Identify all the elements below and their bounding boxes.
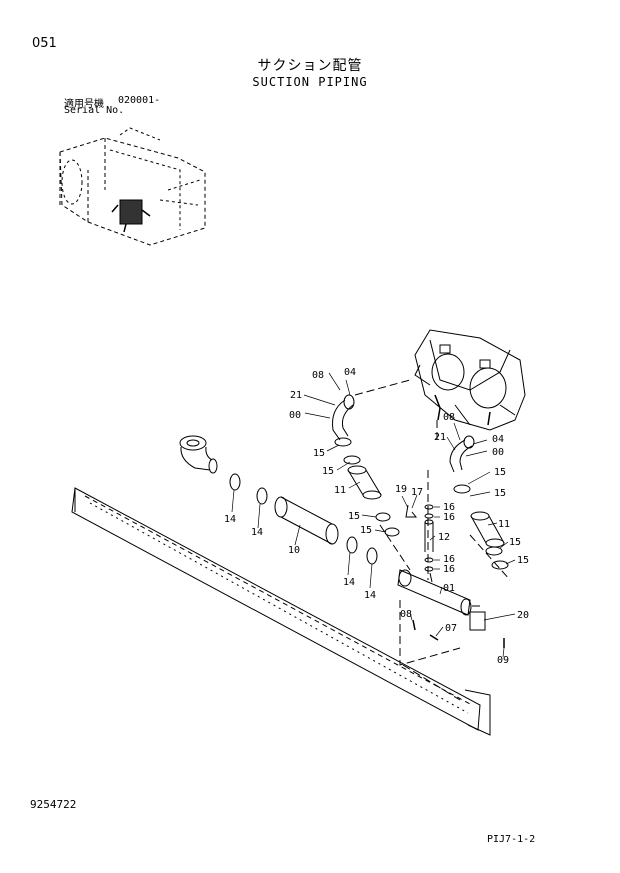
part-callout-14: 14 — [224, 514, 236, 525]
part-callout-08: 08 — [400, 609, 412, 620]
part-callout-16: 16 — [443, 554, 455, 565]
upper-left-hose — [347, 465, 382, 500]
part-callout-04: 04 — [492, 434, 504, 445]
upper-right-elbow — [449, 435, 475, 473]
hose-clamp — [256, 487, 268, 505]
part-callout-09: 09 — [497, 655, 509, 666]
part-callout-04: 04 — [344, 367, 356, 378]
part-callout-15: 15 — [348, 511, 360, 522]
part-callout-00: 00 — [289, 410, 301, 421]
part-callout-17: 17 — [411, 487, 423, 498]
document-number: 9254722 — [30, 798, 77, 811]
serial-label-japanese: 適用号機 — [64, 99, 104, 110]
hose-clamp — [343, 455, 361, 465]
part-callout-07: 07 — [445, 623, 457, 634]
hose-clamp — [384, 527, 400, 537]
part-callout-20: 20 — [517, 610, 529, 621]
part-callout-16: 16 — [443, 502, 455, 513]
part-callout-15: 15 — [494, 488, 506, 499]
suction-manifold-pipe — [397, 569, 472, 616]
hose-clamp — [453, 484, 471, 494]
page-number: 051 — [32, 36, 57, 51]
part-callout-14: 14 — [343, 577, 355, 588]
hose-clamp — [334, 437, 352, 447]
page-title-japanese: サクション配管 — [257, 58, 363, 74]
mounting-bracket — [469, 605, 486, 631]
vertical-tube — [424, 504, 434, 572]
part-callout-11: 11 — [498, 519, 510, 530]
part-callout-10: 10 — [288, 545, 300, 556]
part-callout-01: 01 — [443, 583, 455, 594]
part-callout-15: 15 — [509, 537, 521, 548]
serial-label-english: Serial No. — [64, 105, 125, 116]
bolt — [412, 619, 416, 631]
sheet-reference: PIJ7-1-2 — [487, 834, 536, 845]
part-callout-00: 00 — [492, 447, 504, 458]
hose-clamp — [346, 536, 358, 554]
hose-clamp — [485, 546, 503, 556]
part-callout-16: 16 — [443, 512, 455, 523]
part-callout-19: 19 — [395, 484, 407, 495]
machine-locator-thumbnail — [59, 127, 206, 246]
hose-clamp — [366, 547, 378, 565]
hydraulic-pump-assembly — [414, 329, 526, 431]
part-callout-08: 08 — [312, 370, 324, 381]
part-callout-08: 08 — [443, 412, 455, 423]
callout-leaders — [231, 372, 516, 658]
part-callout-21: 21 — [290, 390, 302, 401]
suction-hose — [274, 496, 339, 545]
part-callout-11: 11 — [334, 485, 346, 496]
part-callout-15: 15 — [360, 525, 372, 536]
hose-clamp — [375, 512, 391, 522]
part-callout-14: 14 — [251, 527, 263, 538]
part-callout-15: 15 — [313, 448, 325, 459]
frame-rail — [71, 487, 491, 736]
serial-value: 020001- — [118, 95, 161, 106]
hose-clamp — [491, 560, 509, 570]
part-callout-21: 21 — [434, 432, 446, 443]
part-callout-15: 15 — [322, 466, 334, 477]
hose-clamp — [229, 473, 241, 491]
part-callout-16: 16 — [443, 564, 455, 575]
part-callout-14: 14 — [364, 590, 376, 601]
bracket — [405, 504, 418, 518]
part-callout-15: 15 — [517, 555, 529, 566]
suction-strainer — [179, 435, 218, 474]
bolt — [429, 634, 439, 641]
upper-left-elbow — [332, 394, 355, 441]
part-callout-12: 12 — [438, 532, 450, 543]
part-callout-15: 15 — [494, 467, 506, 478]
page-title-english: SUCTION PIPING — [252, 75, 368, 89]
